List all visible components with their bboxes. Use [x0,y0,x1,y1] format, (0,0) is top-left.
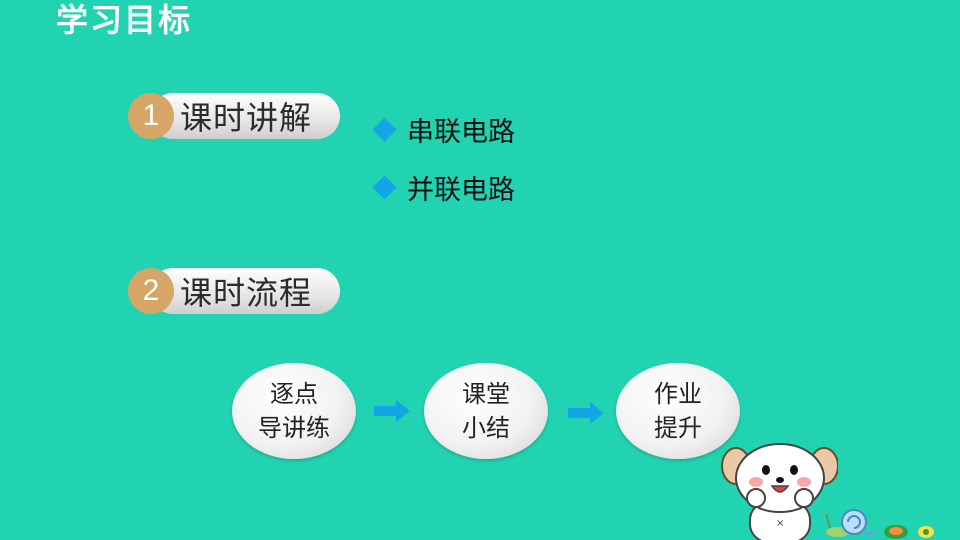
section-1-pill: 1 课时讲解 [128,93,340,139]
topic-item-1: 串联电路 [372,110,515,149]
topic-item-2: 并联电路 [372,168,515,207]
section-1-pill-background [150,93,340,139]
flow-step-1: 逐点 导讲练 [232,363,356,459]
dog-mascot-icon: × [721,443,838,540]
right-arrow-icon [374,400,410,422]
flow-step-line2: 小结 [462,414,510,442]
flow-step-3: 作业 提升 [616,363,740,459]
flow-step-line1: 逐点 [270,380,318,408]
snail-icon [826,509,934,539]
diamond-bullet-icon [372,175,397,200]
right-arrow-icon [568,402,604,424]
flow-step-line1: 课堂 [462,380,510,408]
diamond-bullet-icon [372,117,397,142]
section-1-label: 课时讲解 [180,99,313,137]
flow-step-2: 课堂 小结 [424,363,548,459]
flow-step-line2: 提升 [654,414,702,442]
topic-label: 并联电路 [407,175,515,206]
svg-text:×: × [776,518,784,529]
section-1-number: 1 [128,93,174,139]
page-title: 学习目标 [56,1,193,39]
section-2-pill: 2 课时流程 [128,268,340,314]
section-2-pill-background [150,268,340,314]
section-2-label: 课时流程 [180,274,313,312]
topic-label: 串联电路 [407,117,515,148]
section-2-number: 2 [128,268,174,314]
flow-step-line1: 作业 [654,380,702,408]
flow-step-line2: 导讲练 [258,414,330,442]
